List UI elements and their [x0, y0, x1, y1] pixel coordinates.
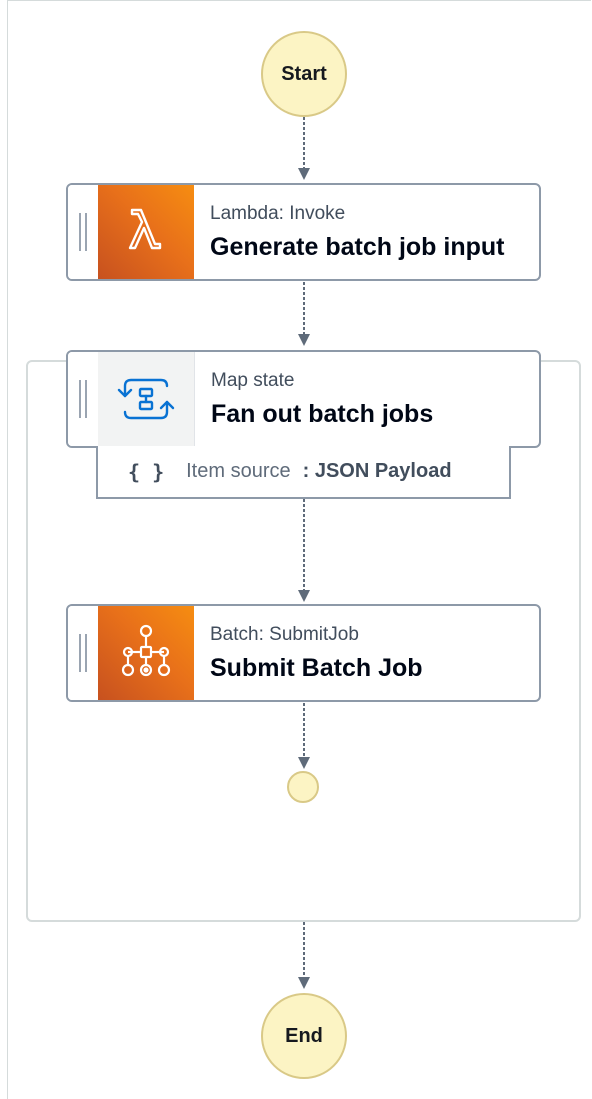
state-type-label: Batch: SubmitJob	[210, 623, 359, 645]
lambda-icon	[98, 185, 194, 279]
state-type-label: Map state	[211, 369, 295, 391]
state-generate-batch-job-input[interactable]: Lambda: Invoke Generate batch job input	[66, 183, 541, 281]
braces-icon: { }	[128, 459, 165, 484]
start-label: Start	[281, 62, 327, 85]
map-state-icon	[98, 352, 195, 446]
state-fan-out-batch-jobs[interactable]: Map state Fan out batch jobs	[66, 350, 541, 448]
drag-handle[interactable]	[68, 185, 98, 279]
item-source-label: Item source	[186, 460, 291, 482]
item-source-value: : JSON Payload	[302, 460, 452, 482]
drag-handle[interactable]	[68, 606, 98, 700]
state-submit-batch-job[interactable]: Batch: SubmitJob Submit Batch Job	[66, 604, 541, 702]
state-type-label: Lambda: Invoke	[210, 202, 346, 224]
map-iteration-end-node	[287, 771, 319, 803]
state-name-label: Submit Batch Job	[210, 653, 423, 682]
start-node[interactable]: Start	[261, 31, 347, 117]
end-node[interactable]: End	[261, 993, 347, 1079]
item-source-panel[interactable]: { } Item source : JSON Payload	[96, 446, 511, 499]
batch-icon	[98, 606, 194, 700]
end-label: End	[285, 1024, 323, 1047]
canvas	[7, 0, 591, 1099]
state-name-label: Fan out batch jobs	[211, 399, 434, 428]
drag-handle[interactable]	[68, 352, 98, 446]
state-name-label: Generate batch job input	[210, 232, 505, 261]
